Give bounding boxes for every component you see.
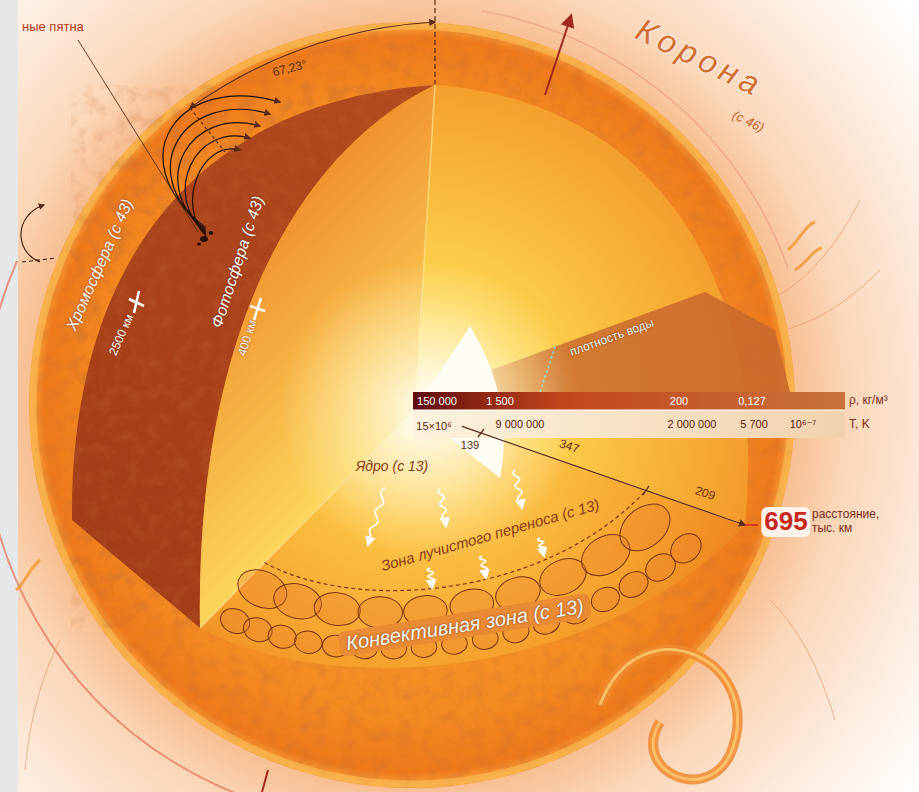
radiation-arrow (438, 488, 446, 526)
unit-label: расстояние, тыс. км (812, 508, 892, 536)
zone-boundary (265, 491, 647, 591)
dimension-label: 400 км (236, 318, 261, 357)
temperature-value: 5 700 (740, 418, 768, 431)
scale-axis (413, 409, 845, 410)
radiation-arrow (480, 556, 487, 578)
angle-marker (190, 0, 435, 152)
axis-name: ρ, кг/м³ (849, 394, 888, 408)
distance-value: 139 (461, 439, 479, 452)
radius-value: 695 (761, 507, 810, 537)
prominence (600, 650, 738, 780)
convection-cells (217, 494, 707, 659)
density-value: 0,127 (738, 395, 766, 408)
page-ref: (с 46) (730, 108, 766, 136)
zone-label: Зона лучистого переноса (с 13) (379, 496, 601, 575)
radiation-arrow (538, 538, 545, 556)
page-margin (0, 0, 18, 792)
sun-limb (33, 26, 791, 784)
temperature-value: 2 000 000 (668, 418, 717, 431)
temperature-scale (413, 410, 845, 438)
axis-arrow (545, 16, 571, 95)
reference-label: плотность воды (568, 316, 656, 359)
axis-name: T, K (849, 418, 870, 432)
temperature-value: 15×10⁶ (416, 420, 451, 433)
axis-arrow (262, 770, 268, 792)
leader-line (78, 40, 198, 232)
convection-cell (312, 590, 362, 629)
radiation-arrow (427, 568, 433, 588)
density-value: 1 500 (486, 395, 514, 408)
density-value: 150 000 (417, 395, 457, 408)
temperature-value: 10⁶⁻⁷ (790, 418, 817, 431)
zone-label: Ядро (с 13) (356, 458, 429, 474)
thickness-marker (129, 291, 265, 320)
radiation-arrow (513, 470, 522, 508)
field-loop (21, 205, 56, 262)
dimension-label: 2500 км (107, 312, 137, 357)
layer-label: Фотосфера (с 43) (208, 194, 268, 330)
convection-cell (611, 494, 679, 560)
sunspot (197, 231, 214, 246)
radius-ruler (462, 426, 758, 525)
callout-label: ные пятна (22, 20, 84, 35)
density-value: 200 (670, 395, 688, 408)
convection-cell (665, 528, 707, 569)
region-title: Корона (630, 11, 770, 104)
distance-value: 347 (557, 437, 580, 457)
zone-label: Конвективная зона (с 13) (337, 593, 592, 657)
temperature-value: 9 000 000 (496, 418, 545, 431)
radiation-arrow (368, 488, 385, 545)
angle-label: 67,23° (271, 58, 308, 80)
convection-cell (293, 629, 324, 656)
distance-value: 209 (693, 484, 716, 504)
density-scale (413, 392, 845, 410)
convection-cell (587, 583, 623, 617)
cut-face-bottom (200, 410, 745, 668)
convection-cell (266, 622, 299, 651)
